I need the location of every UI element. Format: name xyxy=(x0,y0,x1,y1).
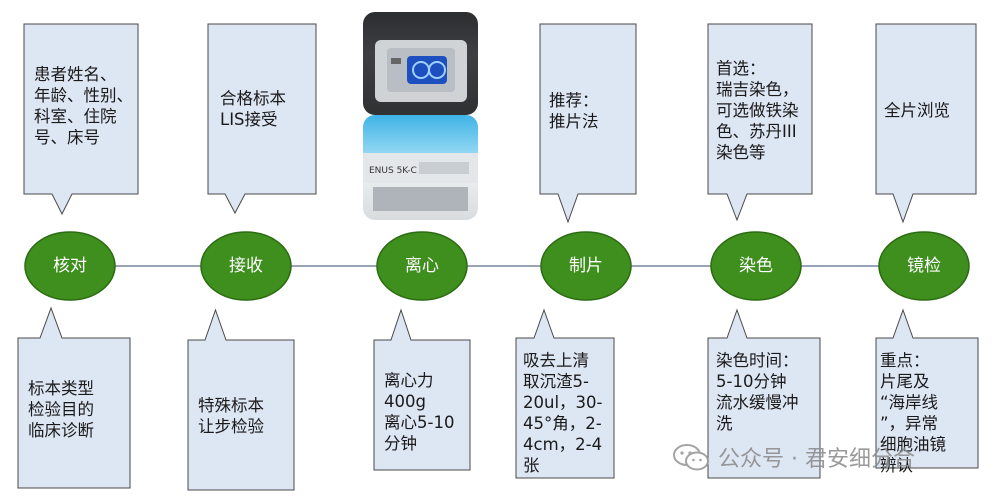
step-node-1 xyxy=(24,231,116,301)
bottom-callout-text-5: 染色时间： 5-10分钟 流水缓慢冲 洗 xyxy=(716,351,799,433)
step-label-5: 染色 xyxy=(739,256,773,276)
top-callout-5 xyxy=(707,23,813,222)
top-callout-text-4: 推荐： 推片法 xyxy=(549,91,599,131)
top-callout-text-6: 全片浏览 xyxy=(884,101,950,120)
bottom-callout-text-4: 吸去上清 取沉渣5- 20ul，30- 45°角，2- 4cm，2-4 张 xyxy=(523,351,603,475)
wechat-icon xyxy=(673,444,709,471)
watermark: 公众号 · 君安细分合 xyxy=(672,441,915,473)
bottom-callout-3 xyxy=(373,308,471,471)
bottom-callout-5 xyxy=(707,308,821,479)
centrifuge-front-photo: ENUS 5K-C xyxy=(363,115,478,220)
bottom-callout-1 xyxy=(17,306,131,489)
svg-text:ENUS 5K-C: ENUS 5K-C xyxy=(369,166,417,176)
bottom-callout-text-6: 重点： 片尾及 “海岸线 ”，异常 细胞油镜 辨认 xyxy=(880,351,946,475)
step-label-6: 镜检 xyxy=(907,256,941,276)
step-node-3 xyxy=(376,231,468,301)
step-label-4: 制片 xyxy=(569,256,603,276)
step-label-3: 离心 xyxy=(405,256,439,276)
centrifuge-top-photo xyxy=(363,12,478,115)
top-callout-text-2: 合格标本 LIS接受 xyxy=(220,89,286,129)
watermark-text: 公众号 · 君安细分合 xyxy=(718,447,915,472)
step-node-6 xyxy=(878,231,970,301)
bottom-callout-text-3: 离心力 400g 离心5-10 分钟 xyxy=(384,371,455,453)
bottom-callout-2 xyxy=(187,308,295,491)
top-callout-text-5: 首选： 瑞吉染色， 可选做铁染 色、苏丹III 染色等 xyxy=(716,59,799,162)
step-label-1: 核对 xyxy=(53,256,87,276)
top-callout-1 xyxy=(23,23,139,216)
step-node-2 xyxy=(200,231,292,301)
bottom-callout-4 xyxy=(515,308,615,479)
top-callout-6 xyxy=(875,23,977,224)
top-callout-4 xyxy=(539,23,637,224)
top-callout-text-1: 患者姓名、 年龄、性别、 科室、住院 号、床号 xyxy=(34,65,133,147)
bottom-callout-text-2: 特殊标本 让步检验 xyxy=(198,396,264,436)
step-node-4 xyxy=(540,231,632,301)
step-label-2: 接收 xyxy=(229,256,263,276)
bottom-callout-text-1: 标本类型 检验目的 临床诊断 xyxy=(28,379,94,440)
bottom-callout-6 xyxy=(875,308,979,469)
top-callout-2 xyxy=(207,23,317,215)
step-node-5 xyxy=(710,231,802,301)
